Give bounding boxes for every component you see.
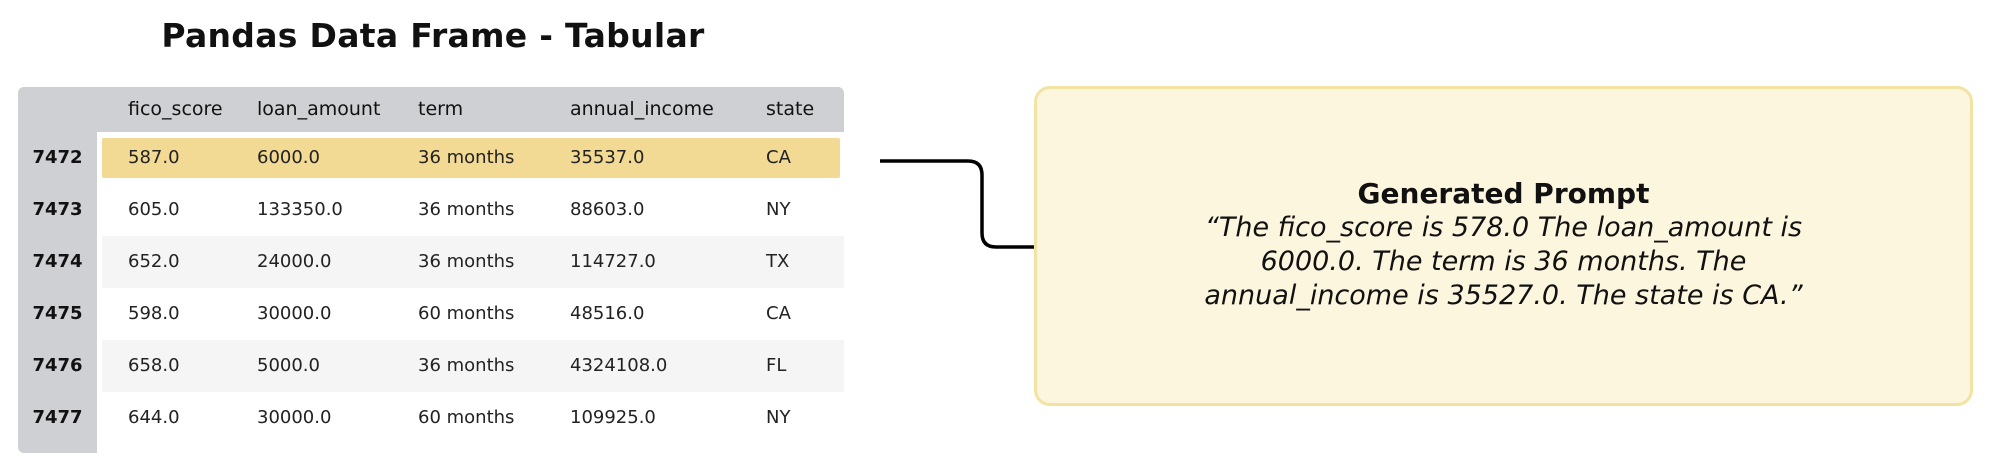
cell-fico-score: 605.0 (128, 199, 180, 220)
row-index: 7472 (32, 147, 83, 168)
cell-annual-income: 109925.0 (570, 407, 656, 428)
cell-annual-income: 4324108.0 (570, 355, 668, 376)
table-row: 7476 658.0 5000.0 36 months 4324108.0 FL (18, 340, 844, 392)
cell-state: NY (766, 407, 791, 428)
table-header-row: fico_score loan_amount term annual_incom… (18, 87, 844, 132)
generated-prompt-box: Generated Prompt “The fico_score is 578.… (1034, 86, 1973, 406)
table-row: 7475 598.0 30000.0 60 months 48516.0 CA (18, 288, 844, 340)
column-header-term: term (418, 98, 464, 120)
cell-term: 36 months (418, 199, 515, 220)
data-frame-table: fico_score loan_amount term annual_incom… (18, 87, 844, 453)
diagram-title: Pandas Data Frame - Tabular (161, 16, 705, 55)
cell-fico-score: 644.0 (128, 407, 180, 428)
cell-loan-amount: 133350.0 (257, 199, 343, 220)
cell-state: NY (766, 199, 791, 220)
table-row: 7473 605.0 133350.0 36 months 88603.0 NY (18, 184, 844, 236)
row-index: 7474 (32, 251, 83, 272)
column-header-loan-amount: loan_amount (257, 98, 381, 120)
prompt-text: “The fico_score is 578.0 The loan_amount… (1204, 212, 1803, 311)
cell-annual-income: 48516.0 (570, 303, 645, 324)
cell-state: FL (766, 355, 787, 376)
cell-term: 60 months (418, 407, 515, 428)
cell-loan-amount: 30000.0 (257, 303, 332, 324)
row-index: 7477 (32, 407, 83, 428)
column-header-fico-score: fico_score (128, 98, 223, 120)
cell-annual-income: 114727.0 (570, 251, 656, 272)
column-header-annual-income: annual_income (570, 98, 714, 120)
row-highlight (102, 138, 840, 178)
cell-term: 36 months (418, 355, 515, 376)
cell-fico-score: 652.0 (128, 251, 180, 272)
cell-annual-income: 35537.0 (570, 147, 645, 168)
table-row: 7477 644.0 30000.0 60 months 109925.0 NY (18, 392, 844, 444)
cell-fico-score: 598.0 (128, 303, 180, 324)
cell-loan-amount: 24000.0 (257, 251, 332, 272)
cell-fico-score: 587.0 (128, 147, 180, 168)
cell-loan-amount: 6000.0 (257, 147, 320, 168)
index-column (18, 87, 97, 453)
row-background (102, 236, 844, 288)
column-header-state: state (766, 98, 815, 120)
cell-term: 36 months (418, 147, 515, 168)
cell-state: TX (766, 251, 790, 272)
row-background (102, 340, 844, 392)
cell-loan-amount: 5000.0 (257, 355, 320, 376)
cell-term: 60 months (418, 303, 515, 324)
row-index: 7475 (32, 303, 83, 324)
cell-loan-amount: 30000.0 (257, 407, 332, 428)
row-index: 7473 (32, 199, 83, 220)
table-row-highlighted: 7472 587.0 6000.0 36 months 35537.0 CA (18, 132, 844, 184)
row-index: 7476 (32, 355, 83, 376)
cell-fico-score: 658.0 (128, 355, 180, 376)
prompt-heading: Generated Prompt (1357, 177, 1650, 210)
cell-state: CA (766, 147, 791, 168)
cell-term: 36 months (418, 251, 515, 272)
cell-state: CA (766, 303, 791, 324)
prompt-content: Generated Prompt “The fico_score is 578.… (1037, 177, 1970, 313)
cell-annual-income: 88603.0 (570, 199, 645, 220)
table-row: 7474 652.0 24000.0 36 months 114727.0 TX (18, 236, 844, 288)
